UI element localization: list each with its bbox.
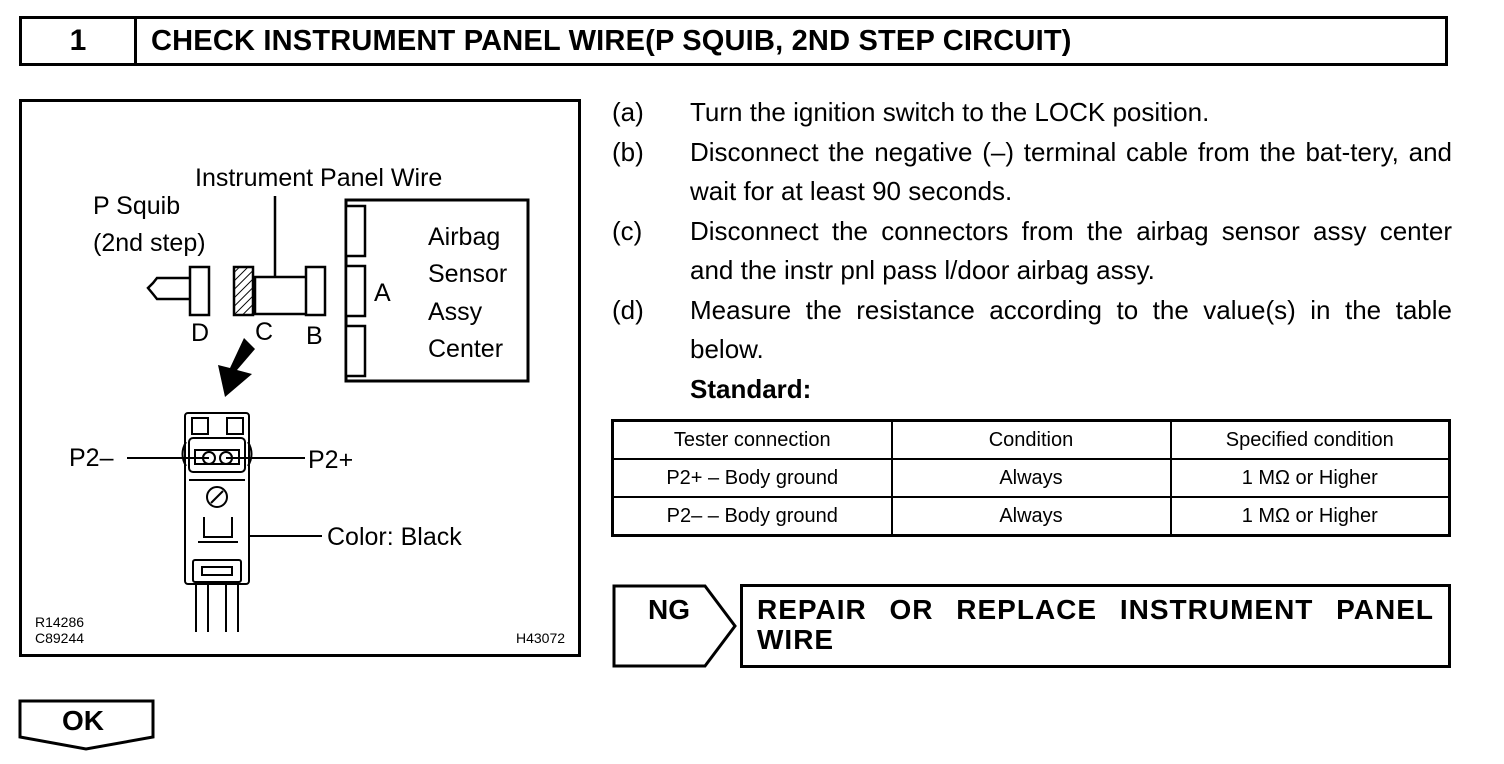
step-text: Turn the ignition switch to the LOCK pos…: [690, 97, 1210, 127]
wiring-diagram: Airbag Sensor Assy Center A Instrument P…: [35, 164, 565, 646]
step-label: (d): [612, 294, 644, 325]
connector-color-label: Color: Black: [327, 523, 462, 551]
table-cell: 1 MΩ or Higher: [1169, 458, 1451, 498]
table-cell: P2+ – Body ground: [611, 458, 893, 498]
connector-d: [188, 265, 211, 317]
step-item: (c) Disconnect the connectors from the a…: [612, 212, 1452, 291]
terminal-p2-minus-label: P2–: [69, 444, 114, 472]
connector-a-label: A: [374, 279, 391, 307]
airbag-label-1: Airbag: [428, 223, 500, 251]
table-cell: Always: [890, 458, 1172, 498]
spec-table: Tester connection Condition Specified co…: [611, 419, 1451, 537]
connector-b-label: B: [306, 322, 323, 350]
p-squib-2nd-step-label: (2nd step): [93, 229, 206, 257]
step-item: (b) Disconnect the negative (–) terminal…: [612, 133, 1452, 212]
wiring-figure: Airbag Sensor Assy Center A Instrument P…: [19, 99, 581, 657]
table-header: Specified condition: [1169, 419, 1451, 460]
connector-d-label: D: [191, 319, 209, 347]
wire-body: [253, 275, 309, 316]
connector-illustration: [181, 412, 253, 632]
table-row: P2– – Body ground Always 1 MΩ or Higher: [611, 496, 1451, 537]
connector-c-label: C: [255, 318, 273, 346]
step-item: (a) Turn the ignition switch to the LOCK…: [612, 93, 1452, 133]
sensor-connector-slot: [344, 204, 367, 258]
table-header: Tester connection: [611, 419, 893, 460]
ng-action: REPAIR OR REPLACE INSTRUMENT PANEL WIRE: [740, 584, 1451, 668]
step-text: Disconnect the negative (–) terminal cab…: [690, 136, 1452, 207]
connector-b: [304, 265, 327, 317]
step-label: (a): [612, 97, 644, 127]
procedure-steps: (a) Turn the ignition switch to the LOCK…: [612, 93, 1452, 409]
ok-arrow-box: [18, 699, 155, 751]
ng-arrow-box: [612, 584, 737, 668]
p-squib-label: P Squib: [93, 192, 180, 220]
airbag-sensor-box: [344, 198, 530, 383]
table-row: P2+ – Body ground Always 1 MΩ or Higher: [611, 458, 1451, 498]
standard-label: Standard:: [690, 373, 812, 404]
ref-code-1: R14286: [35, 614, 84, 630]
terminal-p2-plus-label: P2+: [308, 446, 353, 474]
ref-code-2: C89244: [35, 630, 84, 646]
instrument-panel-wire-label: Instrument Panel Wire: [195, 164, 442, 192]
ok-label: OK: [62, 705, 104, 736]
table-cell: P2– – Body ground: [611, 496, 893, 537]
step-text: Measure the resistance according to the …: [690, 294, 1452, 365]
ng-label: NG: [648, 594, 690, 625]
table-cell: Always: [890, 496, 1172, 537]
step-number: 1: [22, 19, 137, 63]
airbag-label-4: Center: [428, 335, 503, 363]
table-header: Condition: [890, 419, 1172, 460]
step-header: 1 CHECK INSTRUMENT PANEL WIRE(P SQUIB, 2…: [19, 16, 1448, 66]
step-item: (d) Measure the resistance according to …: [612, 291, 1452, 370]
step-title: CHECK INSTRUMENT PANEL WIRE(P SQUIB, 2ND…: [151, 24, 1072, 57]
step-label: (b): [612, 136, 644, 167]
airbag-label-2: Sensor: [428, 260, 507, 288]
sensor-connector-slot: [344, 324, 367, 378]
table-cell: 1 MΩ or Higher: [1169, 496, 1451, 537]
airbag-label-3: Assy: [428, 298, 483, 326]
sensor-connector-slot: [344, 264, 367, 318]
down-arrow-icon: [218, 338, 255, 397]
p-squib-body: [146, 276, 190, 301]
step-text: Disconnect the connectors from the airba…: [690, 215, 1452, 286]
step-label: (c): [612, 215, 643, 246]
connector-c: [232, 265, 255, 317]
figure-id: H43072: [516, 630, 565, 646]
table-header-row: Tester connection Condition Specified co…: [611, 419, 1451, 460]
